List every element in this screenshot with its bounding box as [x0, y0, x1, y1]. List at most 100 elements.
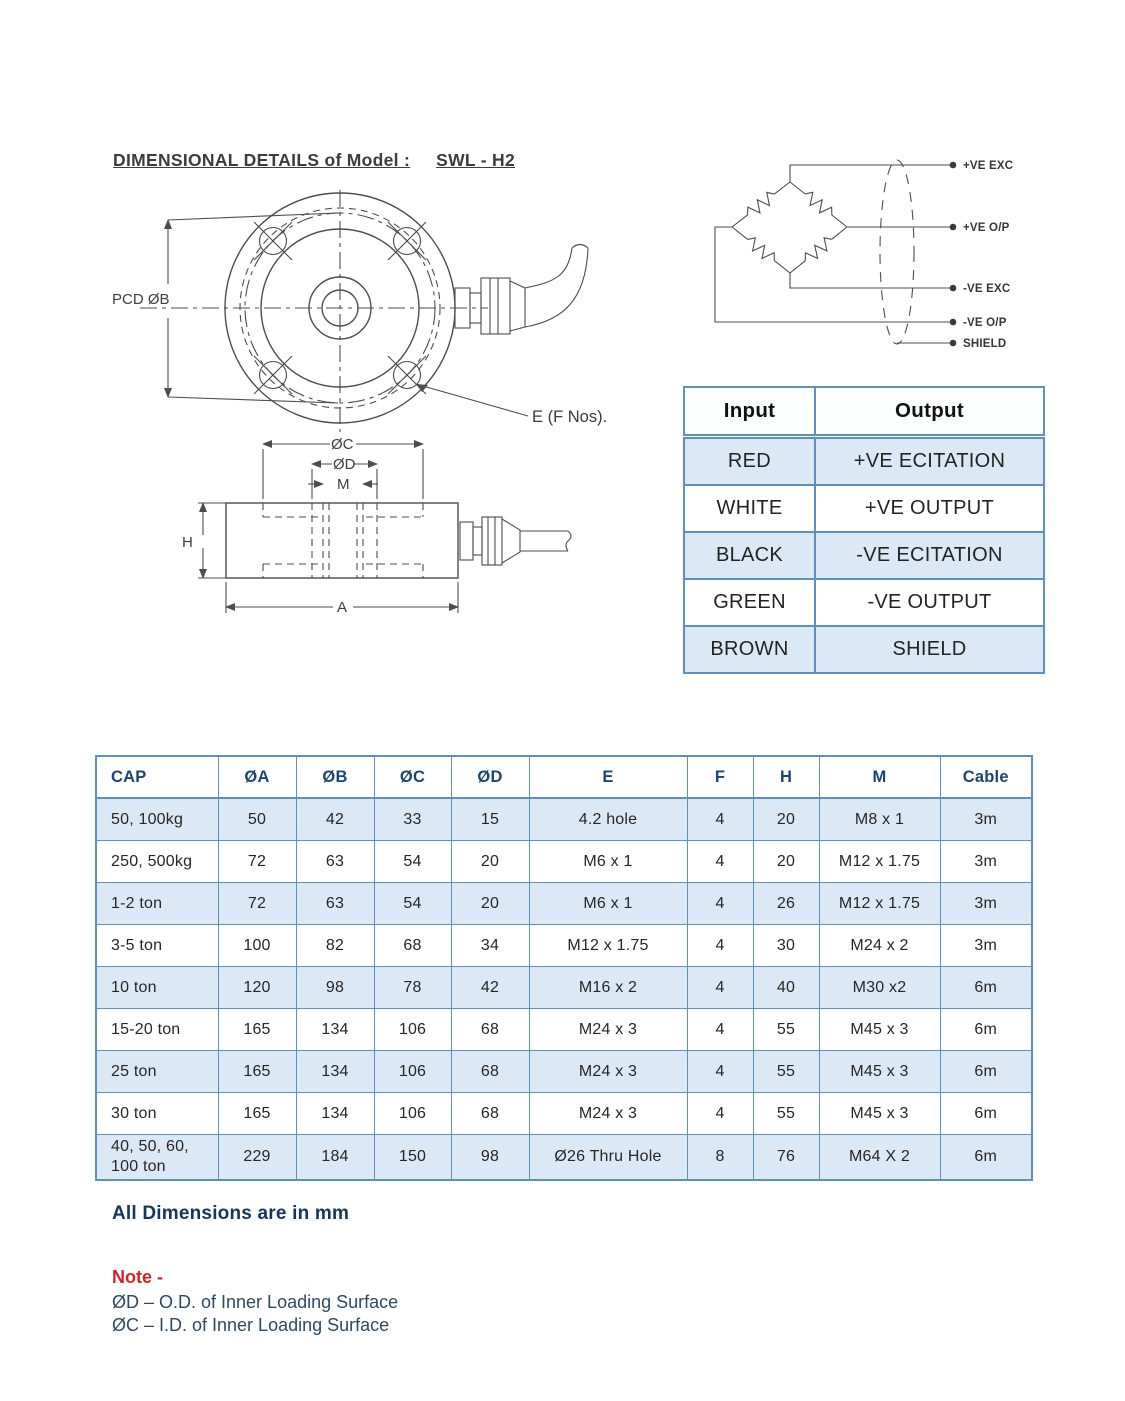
table-cell: 165 — [217, 1050, 297, 1093]
side-view-drawing: ØC ØD M H A — [182, 436, 572, 616]
table-cell: 4 — [686, 924, 754, 967]
table-cell: M30 x2 — [818, 966, 941, 1009]
table-cell: 42 — [295, 797, 375, 841]
table-cell: 150 — [373, 1134, 452, 1181]
table-cell: 50 — [217, 797, 297, 841]
terminal-label-shield: SHIELD — [963, 338, 1006, 350]
table-cell: 134 — [295, 1050, 375, 1093]
table-cell: SHIELD — [814, 625, 1045, 674]
table-cell: 68 — [373, 924, 452, 967]
column-header: M — [818, 755, 941, 799]
table-cell: M6 x 1 — [528, 882, 688, 925]
table-cell: 82 — [295, 924, 375, 967]
table-cell: 4.2 hole — [528, 797, 688, 841]
table-cell: 4 — [686, 1050, 754, 1093]
dim-od-label: ØD — [333, 456, 356, 473]
page-title: DIMENSIONAL DETAILS of Model : SWL - H2 — [113, 150, 515, 171]
table-cell: 55 — [752, 1050, 820, 1093]
table-cell: 68 — [450, 1008, 530, 1051]
table-cell: 10 ton — [95, 966, 219, 1009]
table-cell: BLACK — [683, 531, 816, 580]
table-cell: M12 x 1.75 — [818, 882, 941, 925]
table-cell: 134 — [295, 1008, 375, 1051]
table-cell: 76 — [752, 1134, 820, 1181]
column-header: Output — [814, 386, 1045, 439]
table-cell: 4 — [686, 840, 754, 883]
table-cell: 4 — [686, 882, 754, 925]
table-cell: 250, 500kg — [95, 840, 219, 883]
table-cell: 20 — [752, 797, 820, 841]
table-cell: 72 — [217, 840, 297, 883]
table-cell: WHITE — [683, 484, 816, 533]
table-row: WHITE+VE OUTPUT — [683, 484, 1045, 533]
table-cell: M45 x 3 — [818, 1050, 941, 1093]
table-cell: 55 — [752, 1092, 820, 1135]
table-cell: 26 — [752, 882, 820, 925]
terminal-label-neg-exc: -VE EXC — [963, 283, 1010, 295]
table-cell: 20 — [450, 882, 530, 925]
table-cell: 25 ton — [95, 1050, 219, 1093]
table-cell: M24 x 3 — [528, 1050, 688, 1093]
dim-m-label: M — [337, 476, 350, 493]
pcd-dimension-label: PCD ØB — [112, 291, 170, 308]
table-cell: 63 — [295, 840, 375, 883]
table-cell: 50, 100kg — [95, 797, 219, 841]
table-row: GREEN-VE OUTPUT — [683, 578, 1045, 627]
column-header: ØD — [450, 755, 530, 799]
terminal-label-pos-exc: +VE EXC — [963, 160, 1013, 172]
table-cell: 20 — [450, 840, 530, 883]
table-cell: 4 — [686, 1008, 754, 1051]
table-cell: 106 — [373, 1092, 452, 1135]
table-cell: 15 — [450, 797, 530, 841]
table-cell: 6m — [939, 1134, 1033, 1181]
column-header: ØA — [217, 755, 297, 799]
table-cell: 40, 50, 60, 100 ton — [95, 1134, 219, 1181]
table-cell: 3-5 ton — [95, 924, 219, 967]
table-cell: 3m — [939, 882, 1033, 925]
terminal-label-pos-op: +VE O/P — [963, 222, 1010, 234]
column-header: ØC — [373, 755, 452, 799]
table-cell: 134 — [295, 1092, 375, 1135]
column-header: H — [752, 755, 820, 799]
table-cell: M24 x 3 — [528, 1092, 688, 1135]
table-cell: 15-20 ton — [95, 1008, 219, 1051]
table-cell: 184 — [295, 1134, 375, 1181]
column-header: E — [528, 755, 688, 799]
bolt-hole-label: E (F Nos). — [532, 408, 607, 426]
table-cell: +VE ECITATION — [814, 435, 1045, 486]
top-view-drawing: PCD ØB E (F Nos). — [112, 190, 607, 432]
terminal-label-neg-op: -VE O/P — [963, 317, 1007, 329]
table-cell: 165 — [217, 1008, 297, 1051]
table-cell: 33 — [373, 797, 452, 841]
column-header: Input — [683, 386, 816, 439]
note-line-oc: ØC – I.D. of Inner Loading Surface — [112, 1315, 390, 1335]
table-row: BLACK-VE ECITATION — [683, 531, 1045, 580]
title-model: SWL - H2 — [436, 150, 515, 170]
table-cell: 6m — [939, 1008, 1033, 1051]
table-cell: 72 — [217, 882, 297, 925]
table-cell: 55 — [752, 1008, 820, 1051]
table-cell: 8 — [686, 1134, 754, 1181]
table-cell: 106 — [373, 1050, 452, 1093]
table-cell: 6m — [939, 1092, 1033, 1135]
table-cell: 3m — [939, 840, 1033, 883]
table-cell: 68 — [450, 1092, 530, 1135]
table-cell: 100 — [217, 924, 297, 967]
table-cell: RED — [683, 435, 816, 486]
dim-a-label: A — [337, 599, 347, 616]
title-text: DIMENSIONAL DETAILS of Model : — [113, 150, 411, 170]
table-cell: 4 — [686, 966, 754, 1009]
